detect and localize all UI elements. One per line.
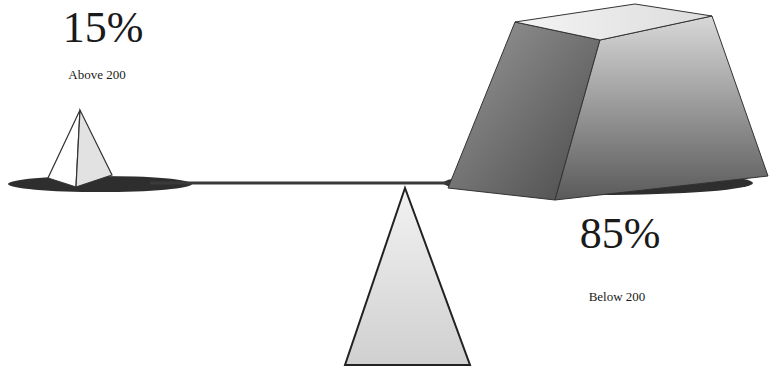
fulcrum — [345, 188, 470, 365]
pyramid-face — [48, 110, 80, 187]
pyramid-face — [76, 110, 112, 187]
group-label: Above 200 — [68, 68, 125, 81]
group-label: Below 200 — [589, 290, 646, 303]
percent-value: 85% — [580, 212, 661, 256]
block-face — [515, 4, 712, 40]
block-face — [555, 16, 768, 200]
percent-value: 15% — [63, 6, 144, 50]
plank — [150, 182, 470, 185]
